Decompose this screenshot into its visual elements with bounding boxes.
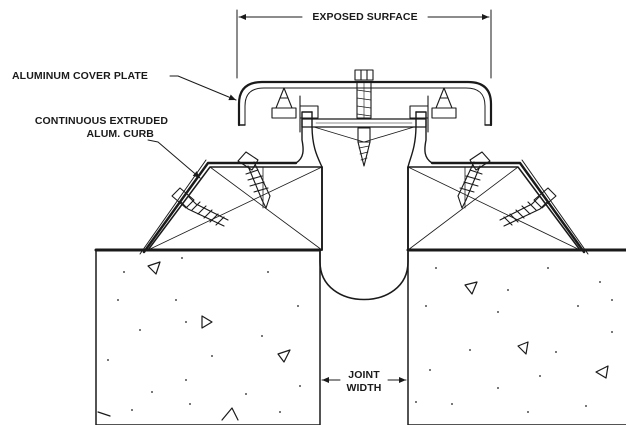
right-alum-curb — [407, 111, 589, 255]
joint-label-line2: WIDTH — [346, 382, 382, 394]
left-concrete-slab — [94, 248, 322, 425]
right-anchor-screw-1 — [499, 187, 557, 227]
joint-label-line1: JOINT — [348, 369, 380, 381]
right-concrete-slab — [406, 248, 626, 425]
right-anchor-screw-2 — [457, 151, 491, 209]
right-cover-clip — [409, 87, 457, 133]
right-curb-block — [407, 166, 581, 251]
concrete-aggregate-marks — [97, 261, 609, 421]
cover-plate-leader — [169, 75, 237, 101]
exposed-surface-label: EXPOSED SURFACE — [312, 11, 418, 23]
cover-plate-label: ALUMINUM COVER PLATE — [12, 70, 148, 82]
curb-leader — [147, 139, 201, 179]
left-anchor-screw-1 — [171, 187, 229, 227]
center-bolt — [354, 69, 374, 167]
curb-label-line2: ALUM. CURB — [86, 128, 154, 140]
left-cover-clip — [271, 87, 319, 133]
left-anchor-screw-2 — [237, 151, 271, 209]
exposed-surface-dimension — [236, 9, 492, 79]
curb-label-line1: CONTINUOUS EXTRUDED — [34, 115, 168, 127]
joint-bellows-seal — [319, 251, 409, 301]
concrete-dots — [107, 257, 613, 413]
center-spanner-bar — [301, 118, 427, 143]
